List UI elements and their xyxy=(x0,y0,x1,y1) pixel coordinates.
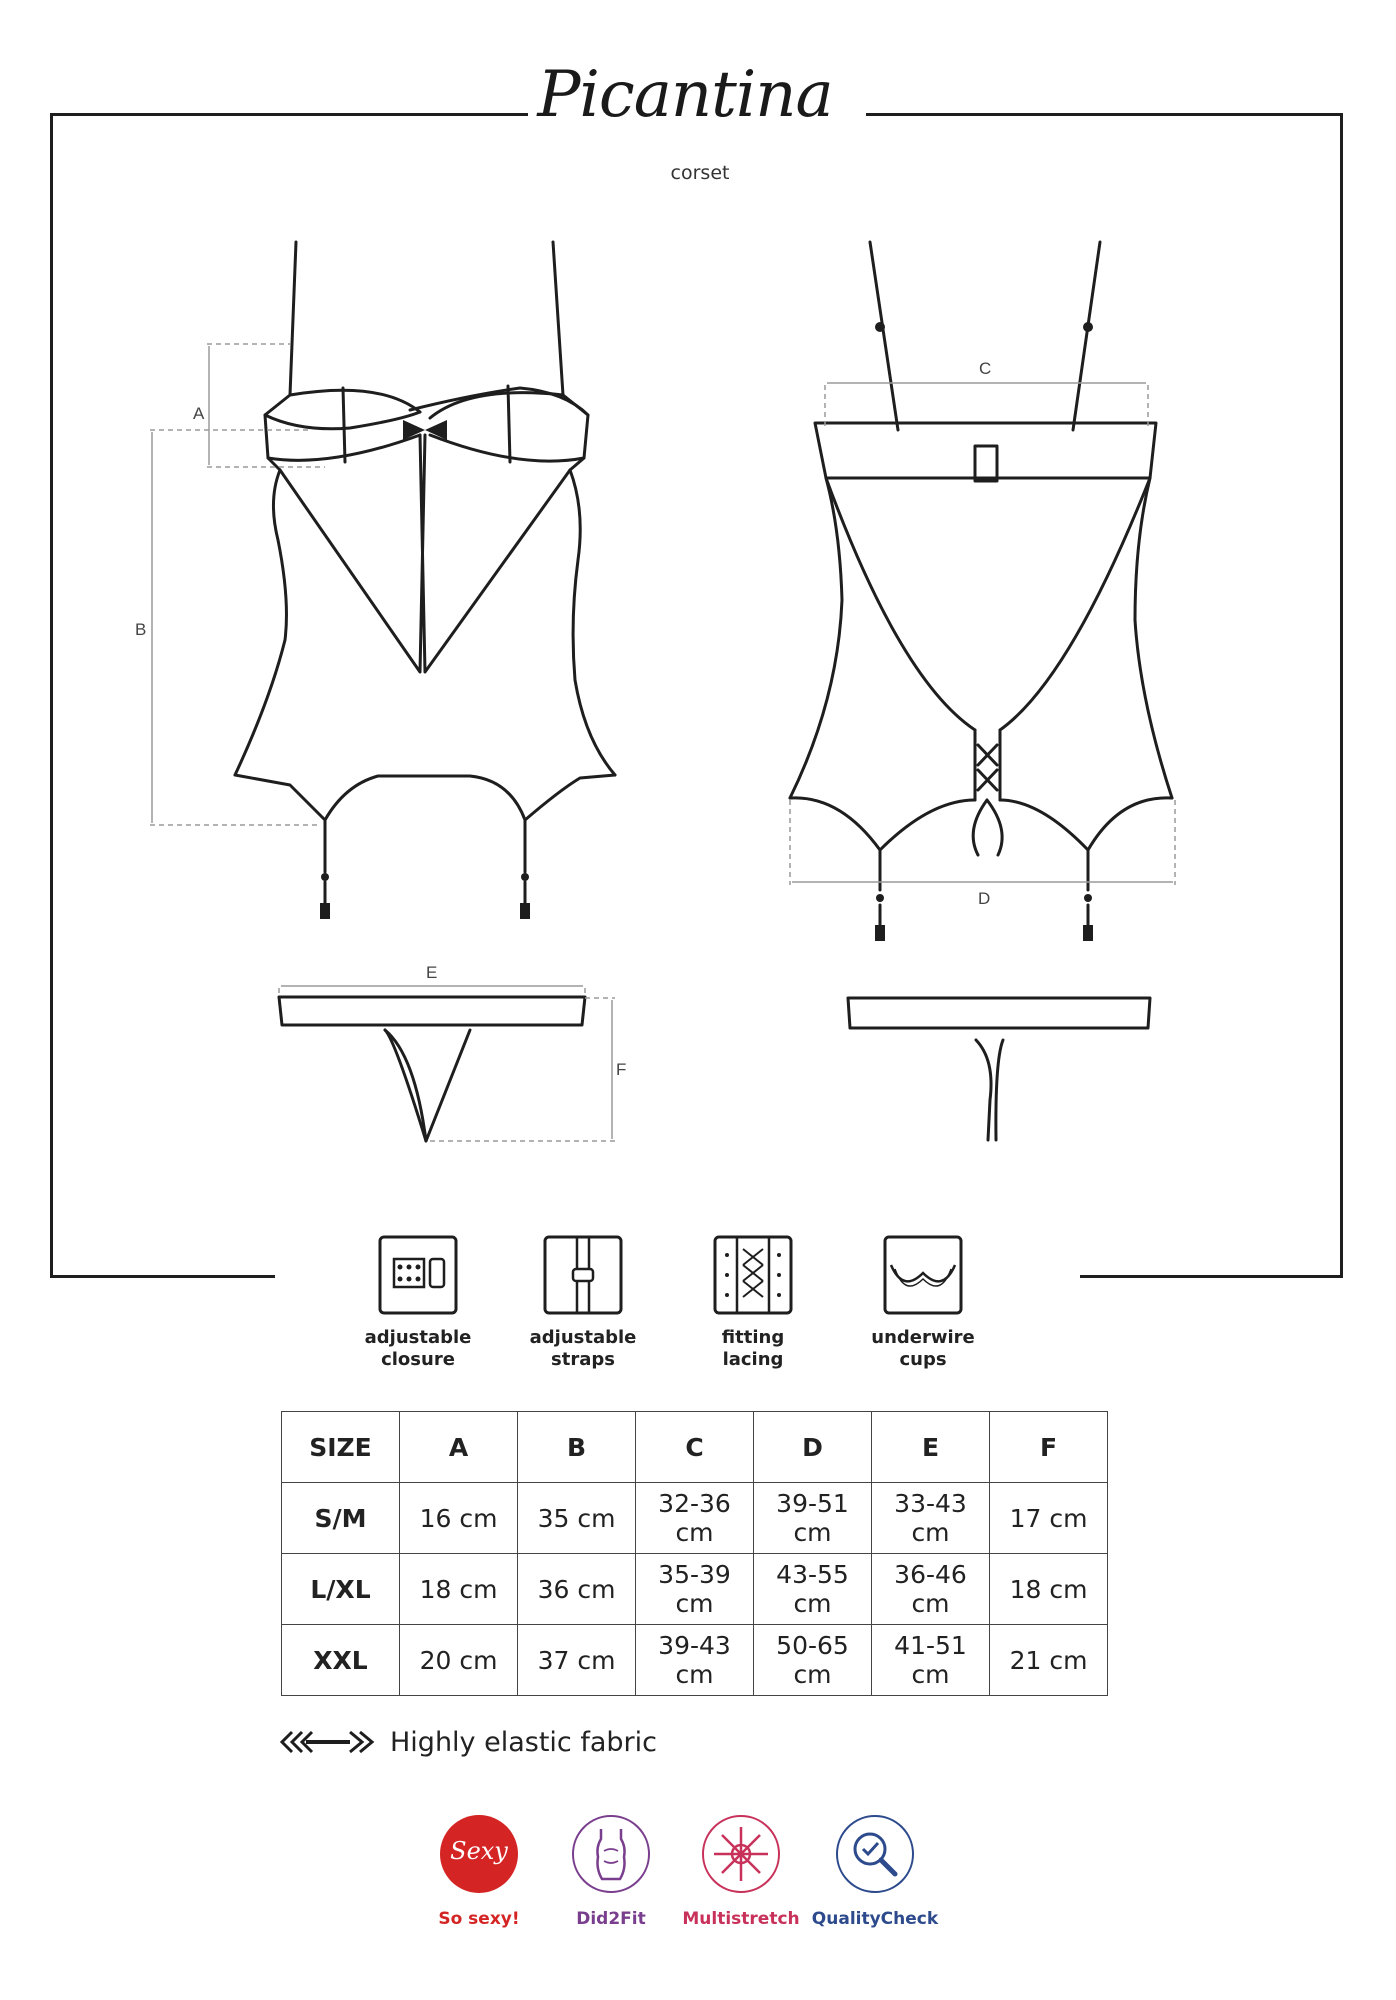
frame-top-left xyxy=(50,113,528,116)
multistretch-icon xyxy=(702,1815,780,1893)
table-cell: 21 cm xyxy=(989,1624,1108,1696)
dim-label-f: F xyxy=(616,1060,626,1079)
feature-label-line2: straps xyxy=(551,1349,615,1370)
table-cell: 33-43 cm xyxy=(871,1482,990,1554)
feature-label-line1: adjustable xyxy=(364,1327,472,1348)
dim-label-e: E xyxy=(426,963,437,982)
table-header: C xyxy=(635,1411,754,1483)
back-corset-drawing xyxy=(788,240,1174,927)
table-cell: 36 cm xyxy=(517,1553,636,1625)
size-table: SIZE A B C D E F S/M 16 cm 35 cm 32-36 c… xyxy=(281,1411,1108,1696)
feature-label-line2: cups xyxy=(899,1349,947,1370)
dim-label-a: A xyxy=(193,404,205,423)
table-cell: 43-55 cm xyxy=(753,1553,872,1625)
table-header: F xyxy=(989,1411,1108,1483)
table-cell: 37 cm xyxy=(517,1624,636,1696)
frame-bottom-left xyxy=(50,1275,275,1278)
adjustable-closure-icon xyxy=(378,1235,458,1315)
badge-multistretch: Multistretch xyxy=(666,1815,816,1929)
garment-diagram: A B C D E F xyxy=(135,240,1176,1143)
frame-left xyxy=(50,113,53,1278)
did2fit-icon xyxy=(572,1815,650,1893)
table-cell: 32-36 cm xyxy=(635,1482,754,1554)
table-cell: 20 cm xyxy=(399,1624,518,1696)
front-corset-drawing xyxy=(233,240,617,907)
dim-label-d: D xyxy=(978,889,990,908)
table-cell: 50-65 cm xyxy=(753,1624,872,1696)
table-header: A xyxy=(399,1411,518,1483)
table-cell: 35-39 cm xyxy=(635,1553,754,1625)
table-cell: 18 cm xyxy=(399,1553,518,1625)
table-cell: 41-51 cm xyxy=(871,1624,990,1696)
badge-did2fit: Did2Fit xyxy=(536,1815,686,1929)
qualitycheck-icon xyxy=(836,1815,914,1893)
back-thong-drawing xyxy=(846,996,1152,1142)
table-header: E xyxy=(871,1411,990,1483)
table-cell: 39-51 cm xyxy=(753,1482,872,1554)
table-row: L/XL 18 cm 36 cm 35-39 cm 43-55 cm 36-46… xyxy=(281,1553,1108,1625)
adjustable-straps-icon xyxy=(543,1235,623,1315)
table-cell: 36-46 cm xyxy=(871,1553,990,1625)
table-cell: 16 cm xyxy=(399,1482,518,1554)
fabric-note-text: Highly elastic fabric xyxy=(390,1726,657,1758)
underwire-cups-icon xyxy=(883,1235,963,1315)
table-cell: L/XL xyxy=(281,1553,400,1625)
table-cell: S/M xyxy=(281,1482,400,1554)
frame-top-right xyxy=(866,113,1343,116)
fitting-lacing-icon xyxy=(713,1235,793,1315)
table-cell: 39-43 cm xyxy=(635,1624,754,1696)
feature-label-line1: adjustable xyxy=(529,1327,637,1348)
table-header-row: SIZE A B C D E F xyxy=(281,1411,1108,1483)
badge-icon-text: Sexy xyxy=(450,1837,508,1865)
badge-so-sexy: Sexy So sexy! xyxy=(404,1815,554,1929)
table-row: S/M 16 cm 35 cm 32-36 cm 39-51 cm 33-43 … xyxy=(281,1482,1108,1554)
brand-logo: Picantina xyxy=(537,58,833,132)
table-cell: XXL xyxy=(281,1624,400,1696)
badge-label: QualityCheck xyxy=(811,1909,939,1929)
fabric-note: Highly elastic fabric xyxy=(280,1722,657,1762)
badge-label: Multistretch xyxy=(682,1909,800,1929)
table-header: B xyxy=(517,1411,636,1483)
dim-label-b: B xyxy=(135,620,146,639)
feature-label-line1: fitting xyxy=(721,1327,785,1348)
elastic-arrows-icon xyxy=(280,1730,375,1754)
table-cell: 18 cm xyxy=(989,1553,1108,1625)
feature-label-line1: underwire xyxy=(871,1327,975,1348)
product-type: corset xyxy=(670,162,730,184)
badge-label: Did2Fit xyxy=(576,1909,646,1929)
table-header: D xyxy=(753,1411,872,1483)
table-header: SIZE xyxy=(281,1411,400,1483)
badge-qualitycheck: QualityCheck xyxy=(800,1815,950,1929)
frame-right xyxy=(1340,113,1343,1278)
badge-label: So sexy! xyxy=(438,1909,520,1929)
front-thong-drawing xyxy=(277,995,587,1143)
table-cell: 17 cm xyxy=(989,1482,1108,1554)
sexy-badge-icon: Sexy xyxy=(440,1815,518,1893)
frame-bottom-right xyxy=(1080,1275,1343,1278)
table-cell: 35 cm xyxy=(517,1482,636,1554)
table-row: XXL 20 cm 37 cm 39-43 cm 50-65 cm 41-51 … xyxy=(281,1624,1108,1696)
feature-label-line2: closure xyxy=(381,1349,455,1370)
feature-label-line2: lacing xyxy=(722,1349,784,1370)
dim-label-c: C xyxy=(979,359,991,378)
